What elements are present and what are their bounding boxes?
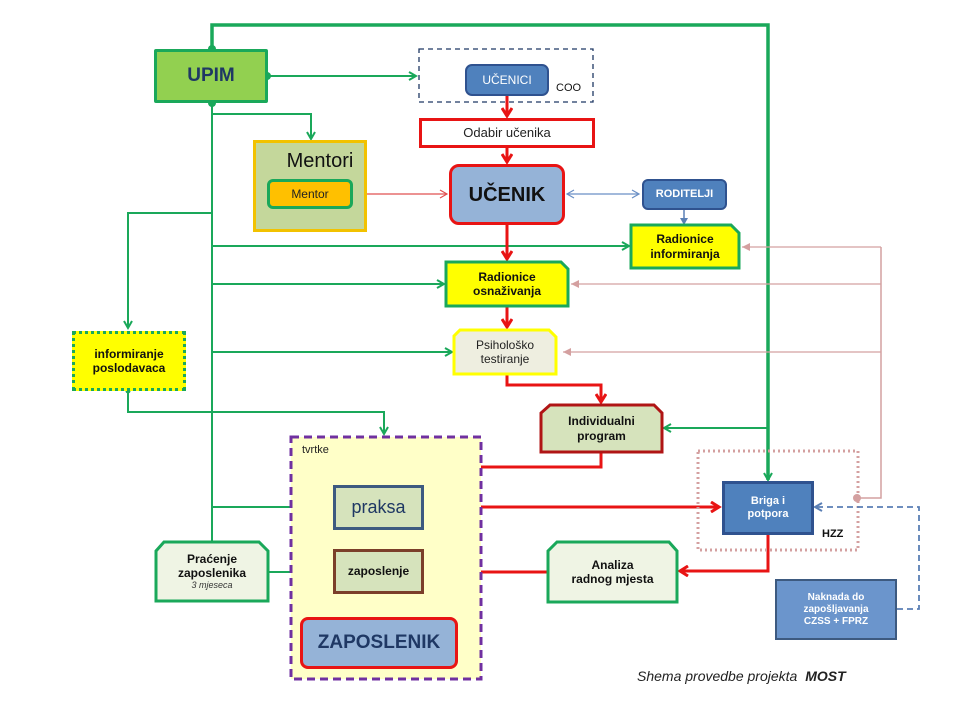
pracenje-label-3: 3 mjeseca	[191, 580, 233, 591]
analiza-radnog-mjesta-box[interactable]: Analiza radnog mjesta	[548, 542, 677, 602]
briga-potpora-box[interactable]: Briga i potpora	[722, 481, 814, 535]
upim-box[interactable]: UPIM	[154, 49, 268, 103]
coo-label: COO	[556, 82, 582, 94]
naknada-label-1: Naknada do	[807, 591, 865, 603]
informiranje-label-1: informiranje	[94, 346, 164, 361]
naknada-label-2: zapošljavanja	[803, 603, 869, 615]
radionice-osnazivanja-shape	[444, 260, 570, 308]
ucenici-label: UČENICI	[482, 72, 532, 87]
zaposlenje-label: zaposlenje	[347, 564, 410, 579]
ucenici-box[interactable]: UČENICI	[465, 64, 549, 96]
individualni-program-box[interactable]: Individualni program	[541, 405, 662, 452]
connector-hzz-feedback	[857, 247, 882, 499]
psiholosko-shape	[452, 328, 558, 376]
pracenje-label-2: zaposlenika	[177, 566, 247, 581]
informiranje-label-2: poslodavaca	[92, 361, 166, 375]
individualni-program-shape	[539, 403, 664, 454]
praksa-label: praksa	[351, 496, 406, 517]
caption-project: MOST	[805, 668, 846, 684]
upim-label: UPIM	[187, 64, 235, 86]
connector-upim-informiranje	[128, 212, 212, 328]
mentor-label: Mentor	[291, 186, 329, 201]
psiholosko-label-2: testiranje	[480, 352, 530, 366]
radionice-osnazivanja-box[interactable]: Radionice osnaživanja	[446, 262, 568, 306]
connector-informiranje-tvrtke	[127, 391, 384, 434]
radionice-informiranja-box[interactable]: Radionice informiranja	[631, 225, 739, 268]
informiranje-poslodavaca-box[interactable]: informiranje poslodavaca	[72, 331, 186, 391]
connector-upim-mentori	[212, 113, 311, 139]
mentor-box[interactable]: Mentor	[267, 179, 353, 209]
pracenje-label-1: Praćenje	[186, 551, 238, 566]
analiza-label-2: radnog mjesta	[571, 572, 654, 586]
ucenik-box[interactable]: UČENIK	[449, 164, 565, 225]
mentori-label: Mentori	[286, 150, 354, 172]
analiza-shape	[546, 540, 679, 604]
connector-upim-briga	[210, 23, 768, 480]
radionice-informiranja-label-1: Radionice	[656, 232, 714, 247]
diagram-caption: Shema provedbe projekta MOST	[637, 668, 846, 684]
psiholosko-label-1: Psihološko	[475, 337, 535, 352]
radionice-informiranja-shape	[629, 223, 741, 270]
hzz-label: HZZ	[822, 528, 844, 540]
connector-briga-analiza	[680, 535, 770, 571]
naknada-label-3: CZSS + FPRZ	[803, 615, 869, 627]
analiza-label-1: Analiza	[591, 557, 634, 572]
naknada-box[interactable]: Naknada do zapošljavanja CZSS + FPRZ	[775, 579, 897, 640]
pracenje-zaposlenika-box[interactable]: Praćenje zaposlenika 3 mjeseca	[156, 542, 268, 601]
zaposlenje-box[interactable]: zaposlenje	[333, 549, 424, 594]
psiholosko-testiranje-box[interactable]: Psihološko testiranje	[454, 330, 556, 374]
connector-naknada-briga	[815, 507, 920, 610]
ucenik-label: UČENIK	[468, 183, 546, 206]
tvrtke-label: tvrtke	[302, 444, 329, 456]
briga-label-1: Briga i	[750, 494, 786, 507]
radionice-informiranja-label-2: informiranja	[650, 246, 720, 261]
radionice-osnazivanja-label-2: osnaživanja	[472, 284, 542, 298]
pracenje-shape	[154, 540, 270, 603]
coo-container	[418, 48, 594, 103]
individualni-label-1: Individualni	[568, 414, 635, 429]
odabir-ucenika-label: Odabir učenika	[463, 125, 551, 141]
caption-title: Shema provedbe projekta	[637, 668, 798, 684]
praksa-box[interactable]: praksa	[333, 485, 424, 530]
roditelji-box[interactable]: RODITELJI	[642, 179, 727, 210]
odabir-ucenika-box[interactable]: Odabir učenika	[419, 118, 595, 148]
roditelji-label: RODITELJI	[655, 187, 714, 200]
zaposlenik-box[interactable]: ZAPOSLENIK	[300, 617, 458, 669]
briga-label-2: potpora	[747, 508, 789, 520]
zaposlenik-label: ZAPOSLENIK	[317, 631, 441, 653]
connector-psiho-individualni	[505, 375, 601, 402]
hzz-container	[696, 449, 860, 552]
radionice-osnazivanja-label-1: Radionice	[478, 269, 536, 284]
individualni-label-2: program	[577, 428, 626, 443]
